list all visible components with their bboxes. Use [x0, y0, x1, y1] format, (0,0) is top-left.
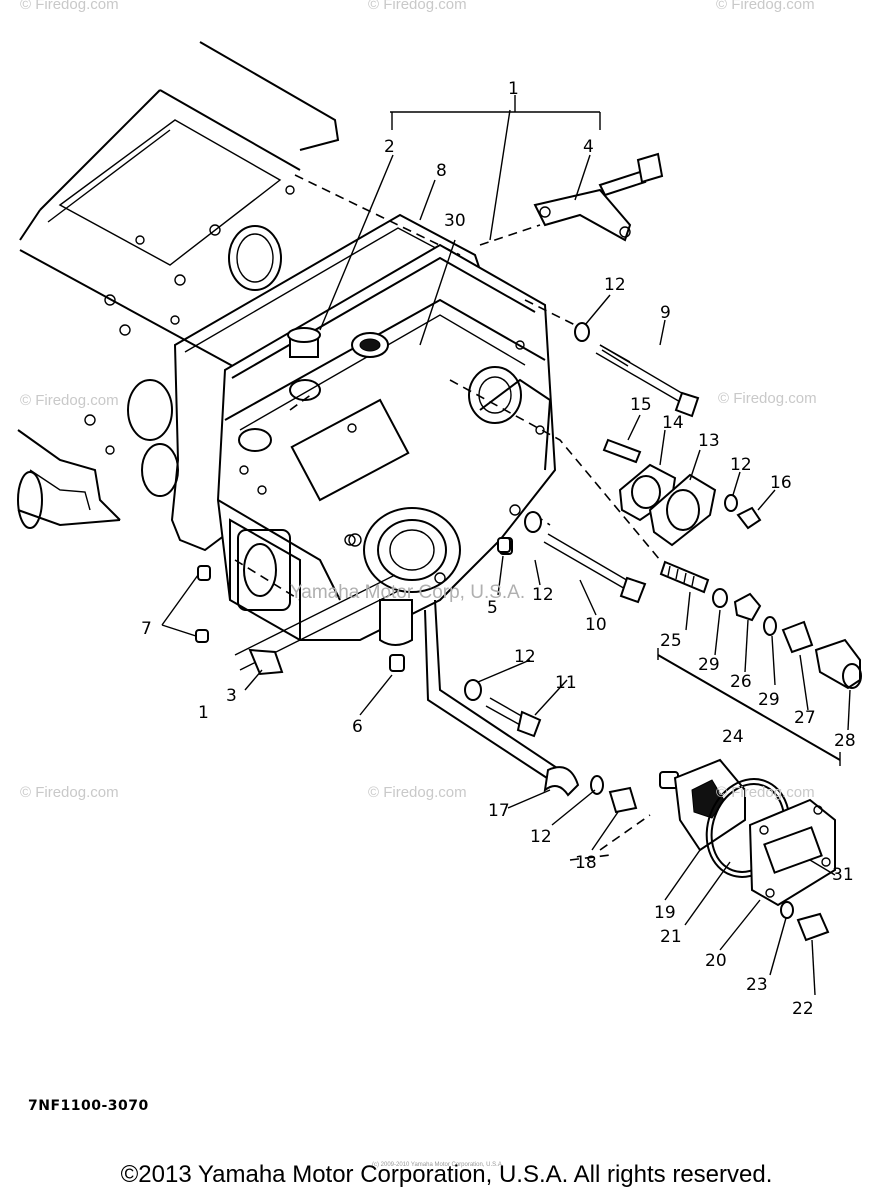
- filler-cap: [287, 327, 389, 401]
- callout-3: 3: [226, 686, 237, 706]
- callout-9: 9: [660, 303, 671, 323]
- callout-21: 21: [660, 927, 682, 947]
- callout-14: 14: [662, 413, 684, 433]
- center-watermark: Yamaha Motor Corp, U.S.A.: [290, 582, 526, 603]
- callout-5: 5: [487, 598, 498, 618]
- callout-31: 31: [832, 865, 854, 885]
- copyright-footer: ©2013 Yamaha Motor Corporation, U.S.A. A…: [120, 1161, 773, 1188]
- callout-12-b: 12: [730, 455, 752, 475]
- callout-12-a: 12: [604, 275, 626, 295]
- watermark: © Firedog.com: [20, 784, 119, 801]
- watermark: © Firedog.com: [718, 390, 817, 407]
- watermark: © Firedog.com: [368, 0, 467, 13]
- callout-1-ref: 1: [198, 703, 209, 723]
- assembly-lines: [234, 174, 661, 861]
- flange-set: [602, 438, 762, 547]
- diagram-code: 7NF1100-3070: [28, 1098, 149, 1114]
- engine-block: [17, 41, 340, 529]
- pump-cover-set: [659, 758, 836, 942]
- tiny-notice: (c) 2009-2010 Yamaha Motor Corporation, …: [372, 1162, 504, 1168]
- callout-28: 28: [834, 731, 856, 751]
- callout-29-a: 29: [698, 655, 720, 675]
- callout-20: 20: [705, 951, 727, 971]
- callout-13: 13: [698, 431, 720, 451]
- callout-18: 18: [575, 853, 597, 873]
- callout-17: 17: [488, 801, 510, 821]
- callout-6: 6: [352, 717, 363, 737]
- callout-4: 4: [583, 137, 594, 157]
- callout-27: 27: [794, 708, 816, 728]
- small-parts: [195, 537, 511, 676]
- callout-23: 23: [746, 975, 768, 995]
- callout-12-c: 12: [532, 585, 554, 605]
- callout-29-b: 29: [758, 690, 780, 710]
- bolt-9: [574, 322, 700, 418]
- callout-19: 19: [654, 903, 676, 923]
- watermark: © Firedog.com: [20, 0, 119, 13]
- watermark: © Firedog.com: [716, 784, 815, 801]
- callout-2: 2: [384, 137, 395, 157]
- callout-25: 25: [660, 631, 682, 651]
- leader-lines: [161, 95, 851, 996]
- callout-30: 30: [444, 211, 466, 231]
- watermark: © Firedog.com: [368, 784, 467, 801]
- bolt-11: [464, 679, 542, 738]
- callout-16: 16: [770, 473, 792, 493]
- callout-22: 22: [792, 999, 814, 1019]
- callout-10: 10: [585, 615, 607, 635]
- callout-8: 8: [436, 161, 447, 181]
- callout-labels: 1 2 3 1 4 5 6 7 8 9 10 11 12 12 12 12 12…: [141, 79, 856, 1019]
- callout-26: 26: [730, 672, 752, 692]
- callout-12-d: 12: [514, 647, 536, 667]
- callout-15: 15: [630, 395, 652, 415]
- bracket: [533, 152, 664, 242]
- callout-12-e: 12: [530, 827, 552, 847]
- bolt-10: [499, 511, 647, 604]
- callout-7: 7: [141, 619, 152, 639]
- callout-24: 24: [722, 727, 744, 747]
- relief-valve-set: [657, 560, 862, 766]
- watermark: © Firedog.com: [716, 0, 815, 13]
- watermark: © Firedog.com: [20, 392, 119, 409]
- clamp-set: [543, 766, 638, 814]
- filter-boss: [348, 507, 461, 672]
- callout-1: 1: [508, 79, 519, 99]
- callout-11: 11: [555, 673, 577, 693]
